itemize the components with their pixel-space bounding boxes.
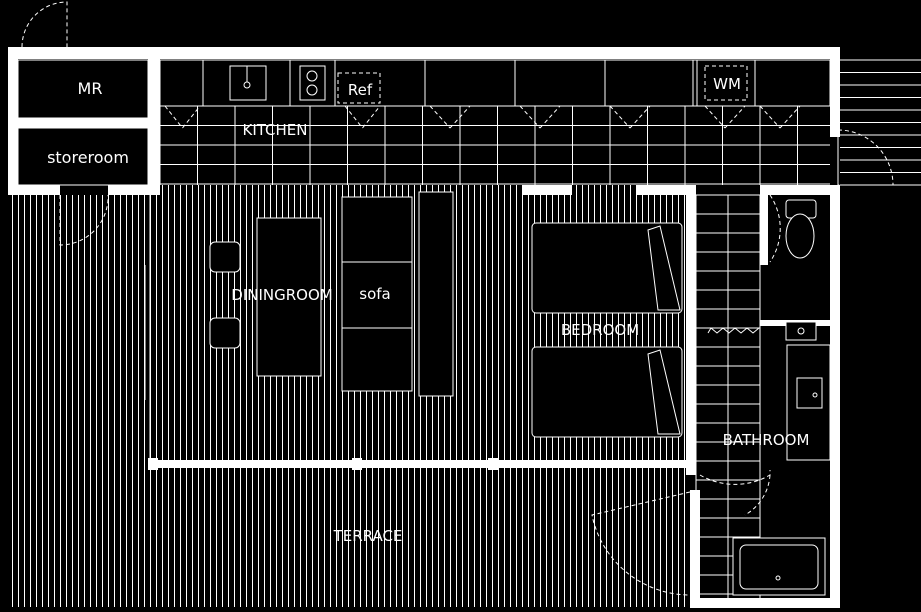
mr-door-swing xyxy=(21,1,68,48)
terrace-door-swing xyxy=(591,491,691,596)
sofa-label: sofa xyxy=(359,285,390,303)
toilet xyxy=(785,199,817,259)
ref-label: Ref xyxy=(348,81,373,99)
terrace-window xyxy=(144,195,498,470)
bathroom-label: BATHROOM xyxy=(723,431,810,449)
bath-vanity xyxy=(786,344,831,461)
dining-set xyxy=(209,217,322,377)
bathtub xyxy=(732,537,826,596)
mr-label: MR xyxy=(78,79,103,98)
mr-room xyxy=(17,59,149,119)
wm-outline xyxy=(704,65,748,101)
toilet-sink xyxy=(785,321,817,341)
curtain xyxy=(707,327,760,334)
wm-label: WM xyxy=(713,75,741,93)
storeroom-door-swing xyxy=(59,194,109,246)
kitchen-counter xyxy=(159,59,831,107)
storeroom-room xyxy=(17,127,149,186)
kitchen-label: KITCHEN xyxy=(243,121,308,139)
bathroom-door-swing xyxy=(699,470,771,485)
beds xyxy=(531,222,683,438)
decking-left xyxy=(8,195,153,607)
sofa-furniture xyxy=(341,191,454,397)
terrace-label: TERRACE xyxy=(333,527,403,545)
entry-door-swing xyxy=(837,129,894,186)
toilet-door-swing xyxy=(769,194,781,263)
storeroom-label: storeroom xyxy=(47,148,129,167)
cabinet-door-swings xyxy=(164,105,801,129)
kitchen-floor-tiles xyxy=(159,105,830,185)
diningroom-label: DININGROOM xyxy=(231,286,332,304)
ref-outline xyxy=(337,72,381,104)
bedroom-label: BEDROOM xyxy=(561,321,639,339)
stairs xyxy=(840,59,921,186)
